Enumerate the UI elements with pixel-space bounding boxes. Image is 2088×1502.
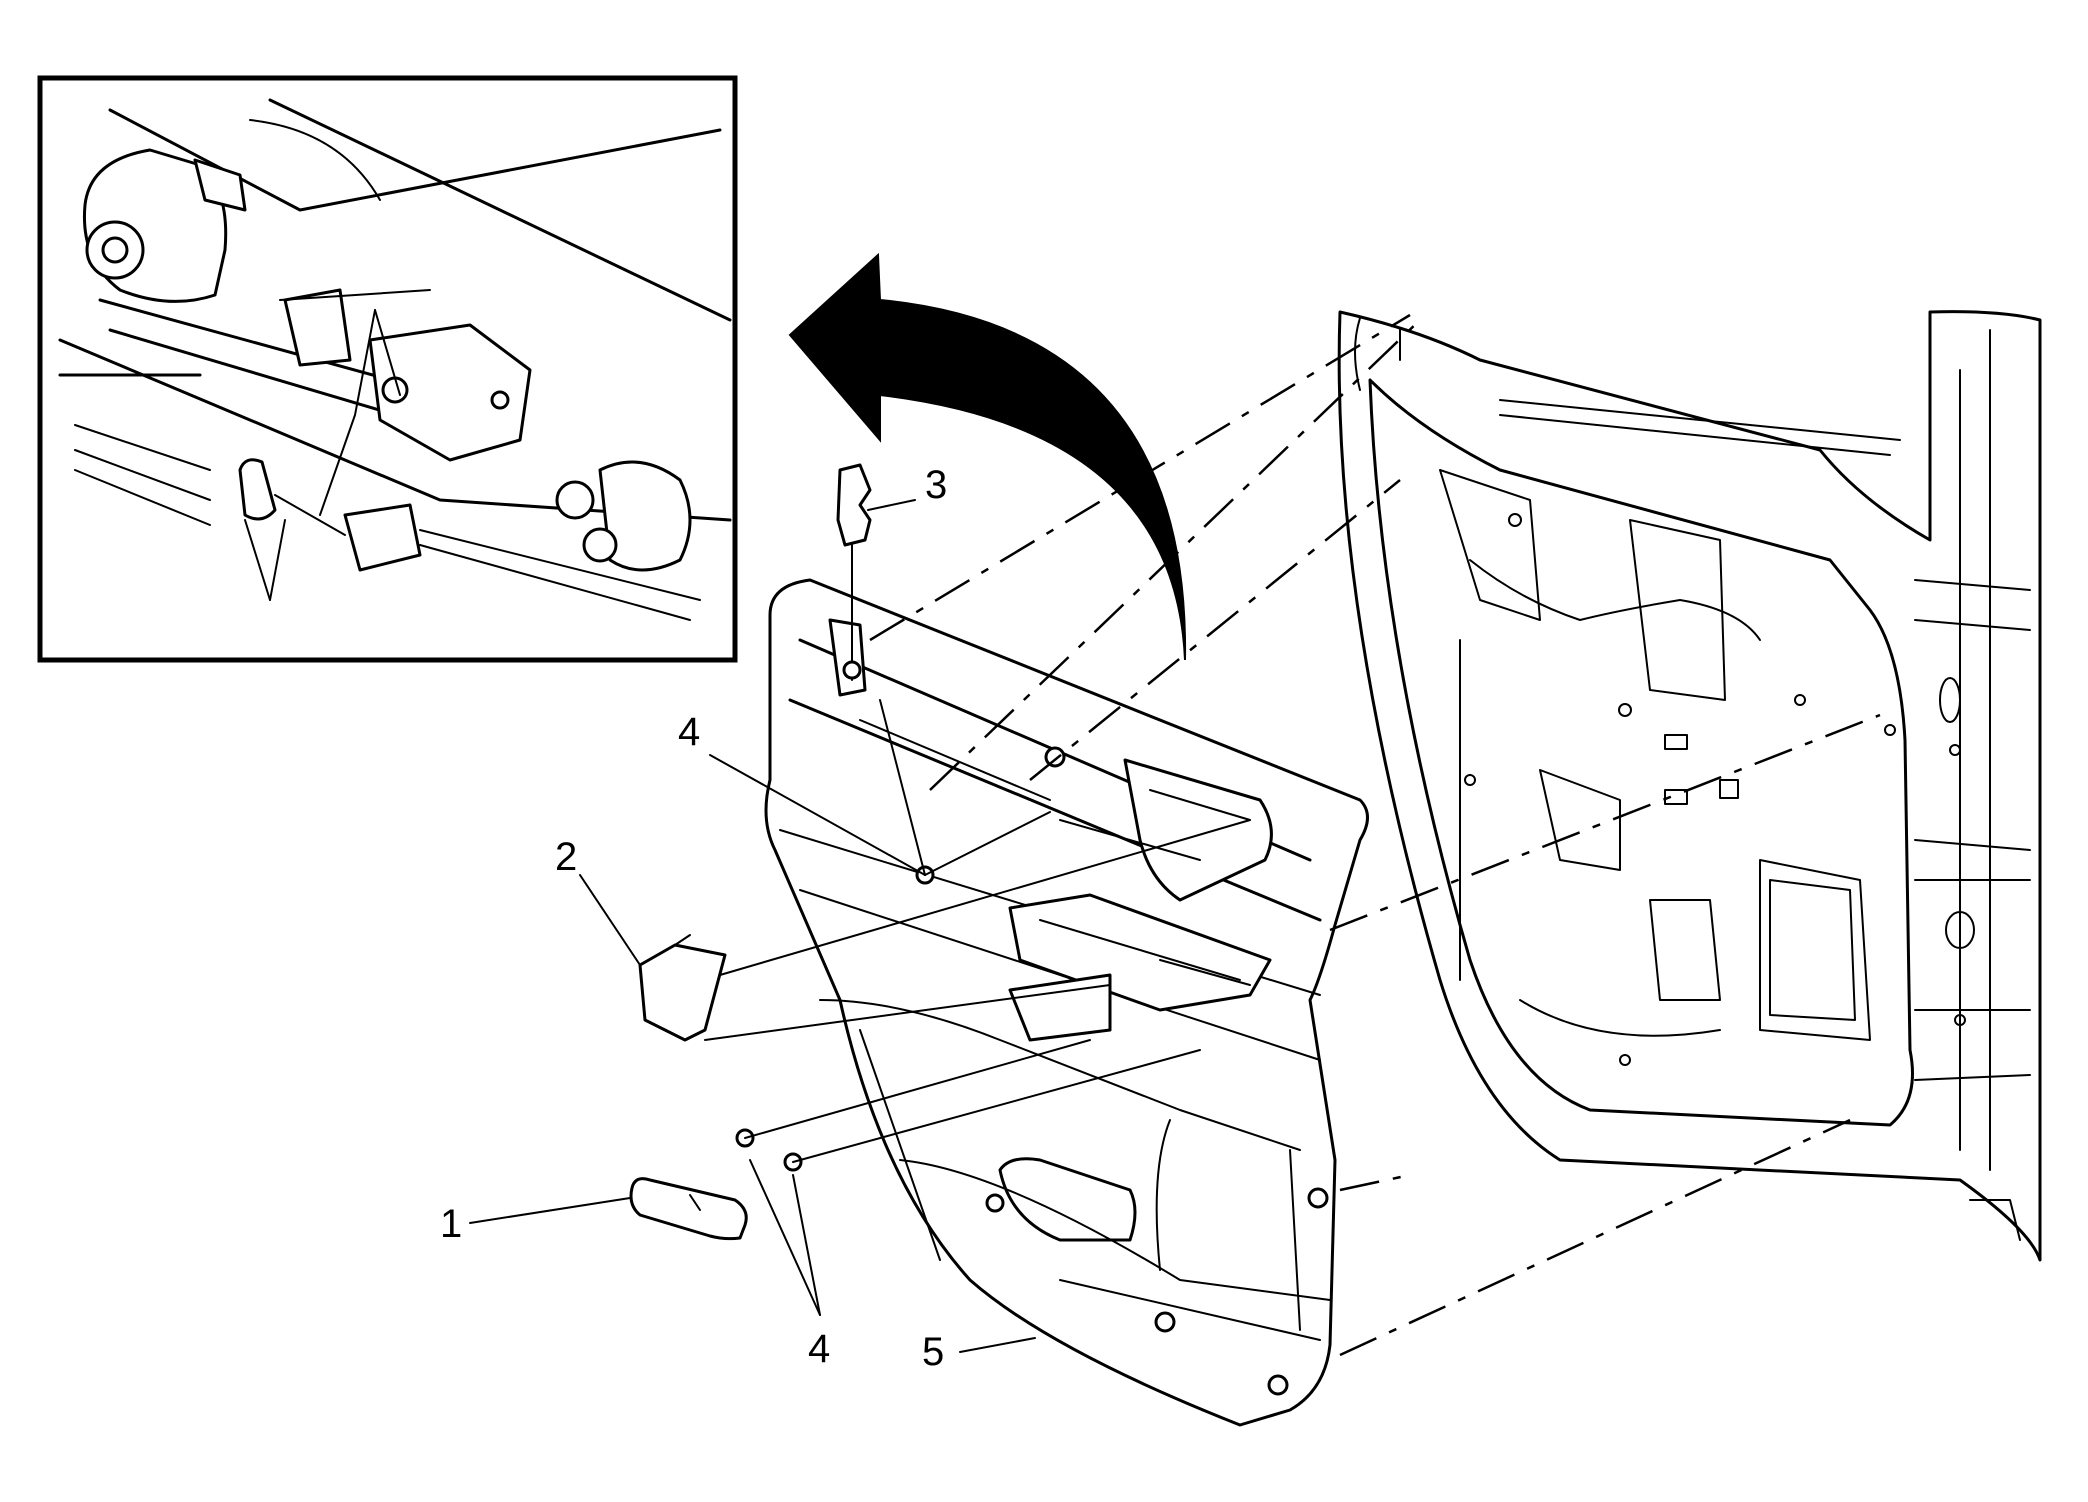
callout-4-upper: 4: [678, 710, 700, 754]
part-2-trim-cover: [638, 934, 727, 1042]
removal-direction-arrow: [788, 252, 1187, 661]
part-3-handle-cable-clip: [836, 463, 872, 681]
callout-leaders: [469, 499, 1036, 1353]
panel-fastener-bottom: [1154, 1311, 1176, 1333]
callout-1: 1: [440, 1202, 462, 1246]
callout-labels: 1 2 3 4 4 5: [440, 463, 947, 1374]
panel-fastener-right: [1307, 1187, 1329, 1209]
callout-2: 2: [555, 835, 577, 879]
door-inner-frame: [1337, 310, 2042, 1262]
inset-inner-door-view: [58, 98, 732, 621]
callout-4-lower: 4: [808, 1327, 830, 1371]
fasteners: [735, 865, 935, 1172]
pocket-fastener: [985, 1193, 1005, 1213]
callout-5: 5: [922, 1330, 944, 1374]
alignment-lines: [704, 313, 1881, 1357]
panel-fastener-corner: [1267, 1374, 1289, 1396]
part-1-switch-bezel: [629, 1177, 748, 1241]
panel-fastener-upper: [1044, 746, 1066, 768]
callout-3: 3: [925, 463, 947, 507]
detail-inset: [37, 75, 738, 663]
door-trim-panel: [764, 578, 1369, 1427]
